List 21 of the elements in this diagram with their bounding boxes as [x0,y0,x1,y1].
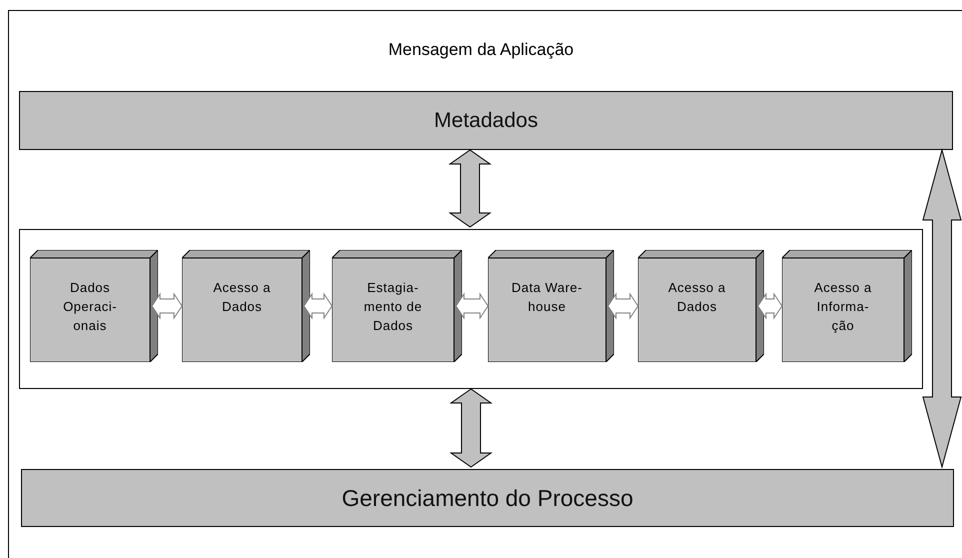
layer-band [21,469,954,527]
double-arrow [151,292,183,320]
block-label: Acesso a Informa- ção [813,279,873,335]
double-arrow [922,148,962,469]
layer-title: Metadados [434,108,538,132]
block-label: Estagia- mento de Dados [362,279,424,335]
diagram-heading: Mensagem da Aplicação [387,40,575,60]
double-arrow [455,292,489,320]
block-label: Acesso a Dados [667,279,727,316]
block-label: Data Ware- house [510,279,584,316]
block-label: Dados Operaci- onais [62,279,118,335]
double-arrow [607,292,639,320]
diagram-frame [8,10,962,558]
pipeline-container [19,229,923,389]
double-arrow [449,388,493,468]
layer-band [19,91,953,150]
double-arrow [757,292,783,320]
block-label: Acesso a Dados [212,279,272,316]
double-arrow [303,292,333,320]
double-arrow [448,149,492,228]
layer-title: Gerenciamento do Processo [342,484,634,512]
